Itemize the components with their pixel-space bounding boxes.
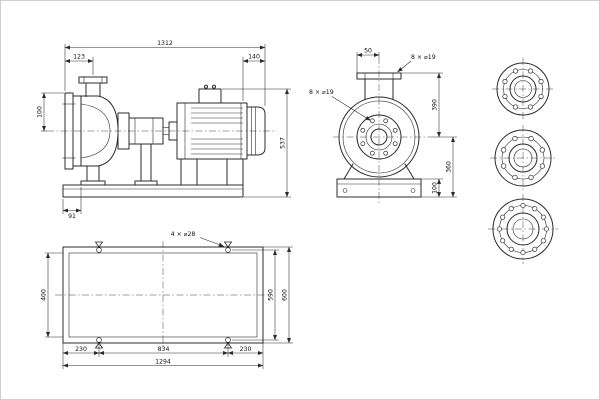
bolt-holes-middle-flange	[500, 135, 546, 181]
bolt-holes-top-flange	[502, 68, 544, 110]
casing-outer-circle	[338, 96, 420, 178]
dim-frame-inner-width: 400	[40, 289, 47, 301]
dim-hole-offset-right: 230	[240, 346, 252, 353]
label-suction-flange-holes: 8 × ⌀19	[309, 89, 334, 96]
dim-base-length: 1294	[155, 358, 171, 365]
bolt-holes-bottom-flange	[496, 202, 550, 256]
extension-lines	[41, 44, 291, 214]
dim-base-height: 100	[431, 182, 438, 194]
label-anchor-holes: 4 × ⌀28	[171, 231, 196, 238]
dim-flange-to-centerline: 390	[431, 99, 438, 111]
extension-lines	[356, 52, 457, 198]
anchor-hole-right	[410, 188, 416, 193]
side-view-geometry	[47, 76, 277, 198]
plan-view-dimensions: 4 × ⌀28 400 590 600 230 834 230 1294	[40, 231, 293, 369]
discharge-flange-side	[78, 76, 108, 84]
discharge-flange	[356, 72, 402, 80]
shaft	[163, 127, 169, 135]
dim-foot-offset: 91	[68, 213, 76, 220]
flange-view-top	[492, 58, 554, 120]
flange-views	[488, 58, 558, 264]
dim-base-width: 600	[281, 289, 288, 301]
dim-hole-span-length: 834	[158, 346, 170, 353]
dim-hole-span-width: 590	[267, 289, 274, 301]
dimension-lines	[45, 246, 292, 368]
frame-support-foot	[134, 143, 158, 186]
flange-view-middle	[490, 125, 556, 191]
side-view-dimensions: 1312 123 140 537 100 91	[36, 40, 291, 220]
pedestal-base	[336, 178, 422, 198]
dimension-lines	[41, 45, 290, 213]
discharge-nozzle-front	[364, 78, 394, 101]
discharge-flange-ticks	[364, 73, 394, 79]
leader-lines	[199, 237, 225, 247]
volute-casing	[80, 95, 119, 167]
dim-motor-overhang: 140	[248, 54, 260, 61]
baseplate-side	[62, 184, 244, 198]
volute-inner-line	[80, 103, 111, 159]
suction-bolt-holes	[360, 118, 398, 156]
baseplate-outline	[62, 246, 264, 344]
fan-grille	[251, 107, 256, 155]
dim-flange-height: 100	[36, 106, 43, 118]
dim-total-height: 537	[279, 137, 286, 149]
dim-overall-length: 1312	[157, 40, 173, 47]
end-view-geometry	[333, 57, 431, 205]
volute-support-foot	[80, 165, 106, 186]
baseplate-inner-frame	[68, 252, 258, 338]
plan-view: 4 × ⌀28 400 590 600 230 834 230 1294	[40, 231, 293, 369]
dim-discharge-offset: 50	[364, 48, 372, 55]
suction-raised-face	[365, 123, 393, 151]
casing-supports	[343, 163, 415, 180]
terminal-box	[198, 88, 222, 104]
end-view-dimensions: 50 8 × ⌀19 8 × ⌀19 390 100 360	[309, 48, 457, 198]
end-view: 50 8 × ⌀19 8 × ⌀19 390 100 360	[309, 48, 457, 205]
motor-feet	[180, 158, 244, 186]
label-discharge-flange-holes: 8 × ⌀19	[411, 54, 436, 61]
dim-hole-offset-left: 230	[75, 346, 87, 353]
suction-bore	[370, 128, 388, 146]
bearing-frame	[128, 117, 164, 145]
leader-lines	[331, 60, 412, 121]
anchor-hole-left	[342, 188, 348, 193]
motor-fins	[184, 103, 243, 159]
side-view: 1312 123 140 537 100 91	[36, 40, 291, 220]
casing-rim-circle	[342, 100, 416, 174]
dimension-lines	[356, 52, 456, 198]
plan-view-geometry	[55, 241, 271, 349]
dim-flange-to-discharge: 123	[73, 54, 85, 61]
suction-flange-od	[356, 114, 402, 160]
discharge-nozzle	[85, 82, 101, 97]
cable-glands	[204, 84, 216, 89]
bearing-frame-lines	[134, 118, 154, 144]
discharge-bolt-ticks	[83, 77, 103, 83]
fan-cover	[246, 106, 266, 156]
dim-centerline-to-base: 360	[445, 161, 452, 173]
flange-view-bottom	[488, 194, 558, 264]
